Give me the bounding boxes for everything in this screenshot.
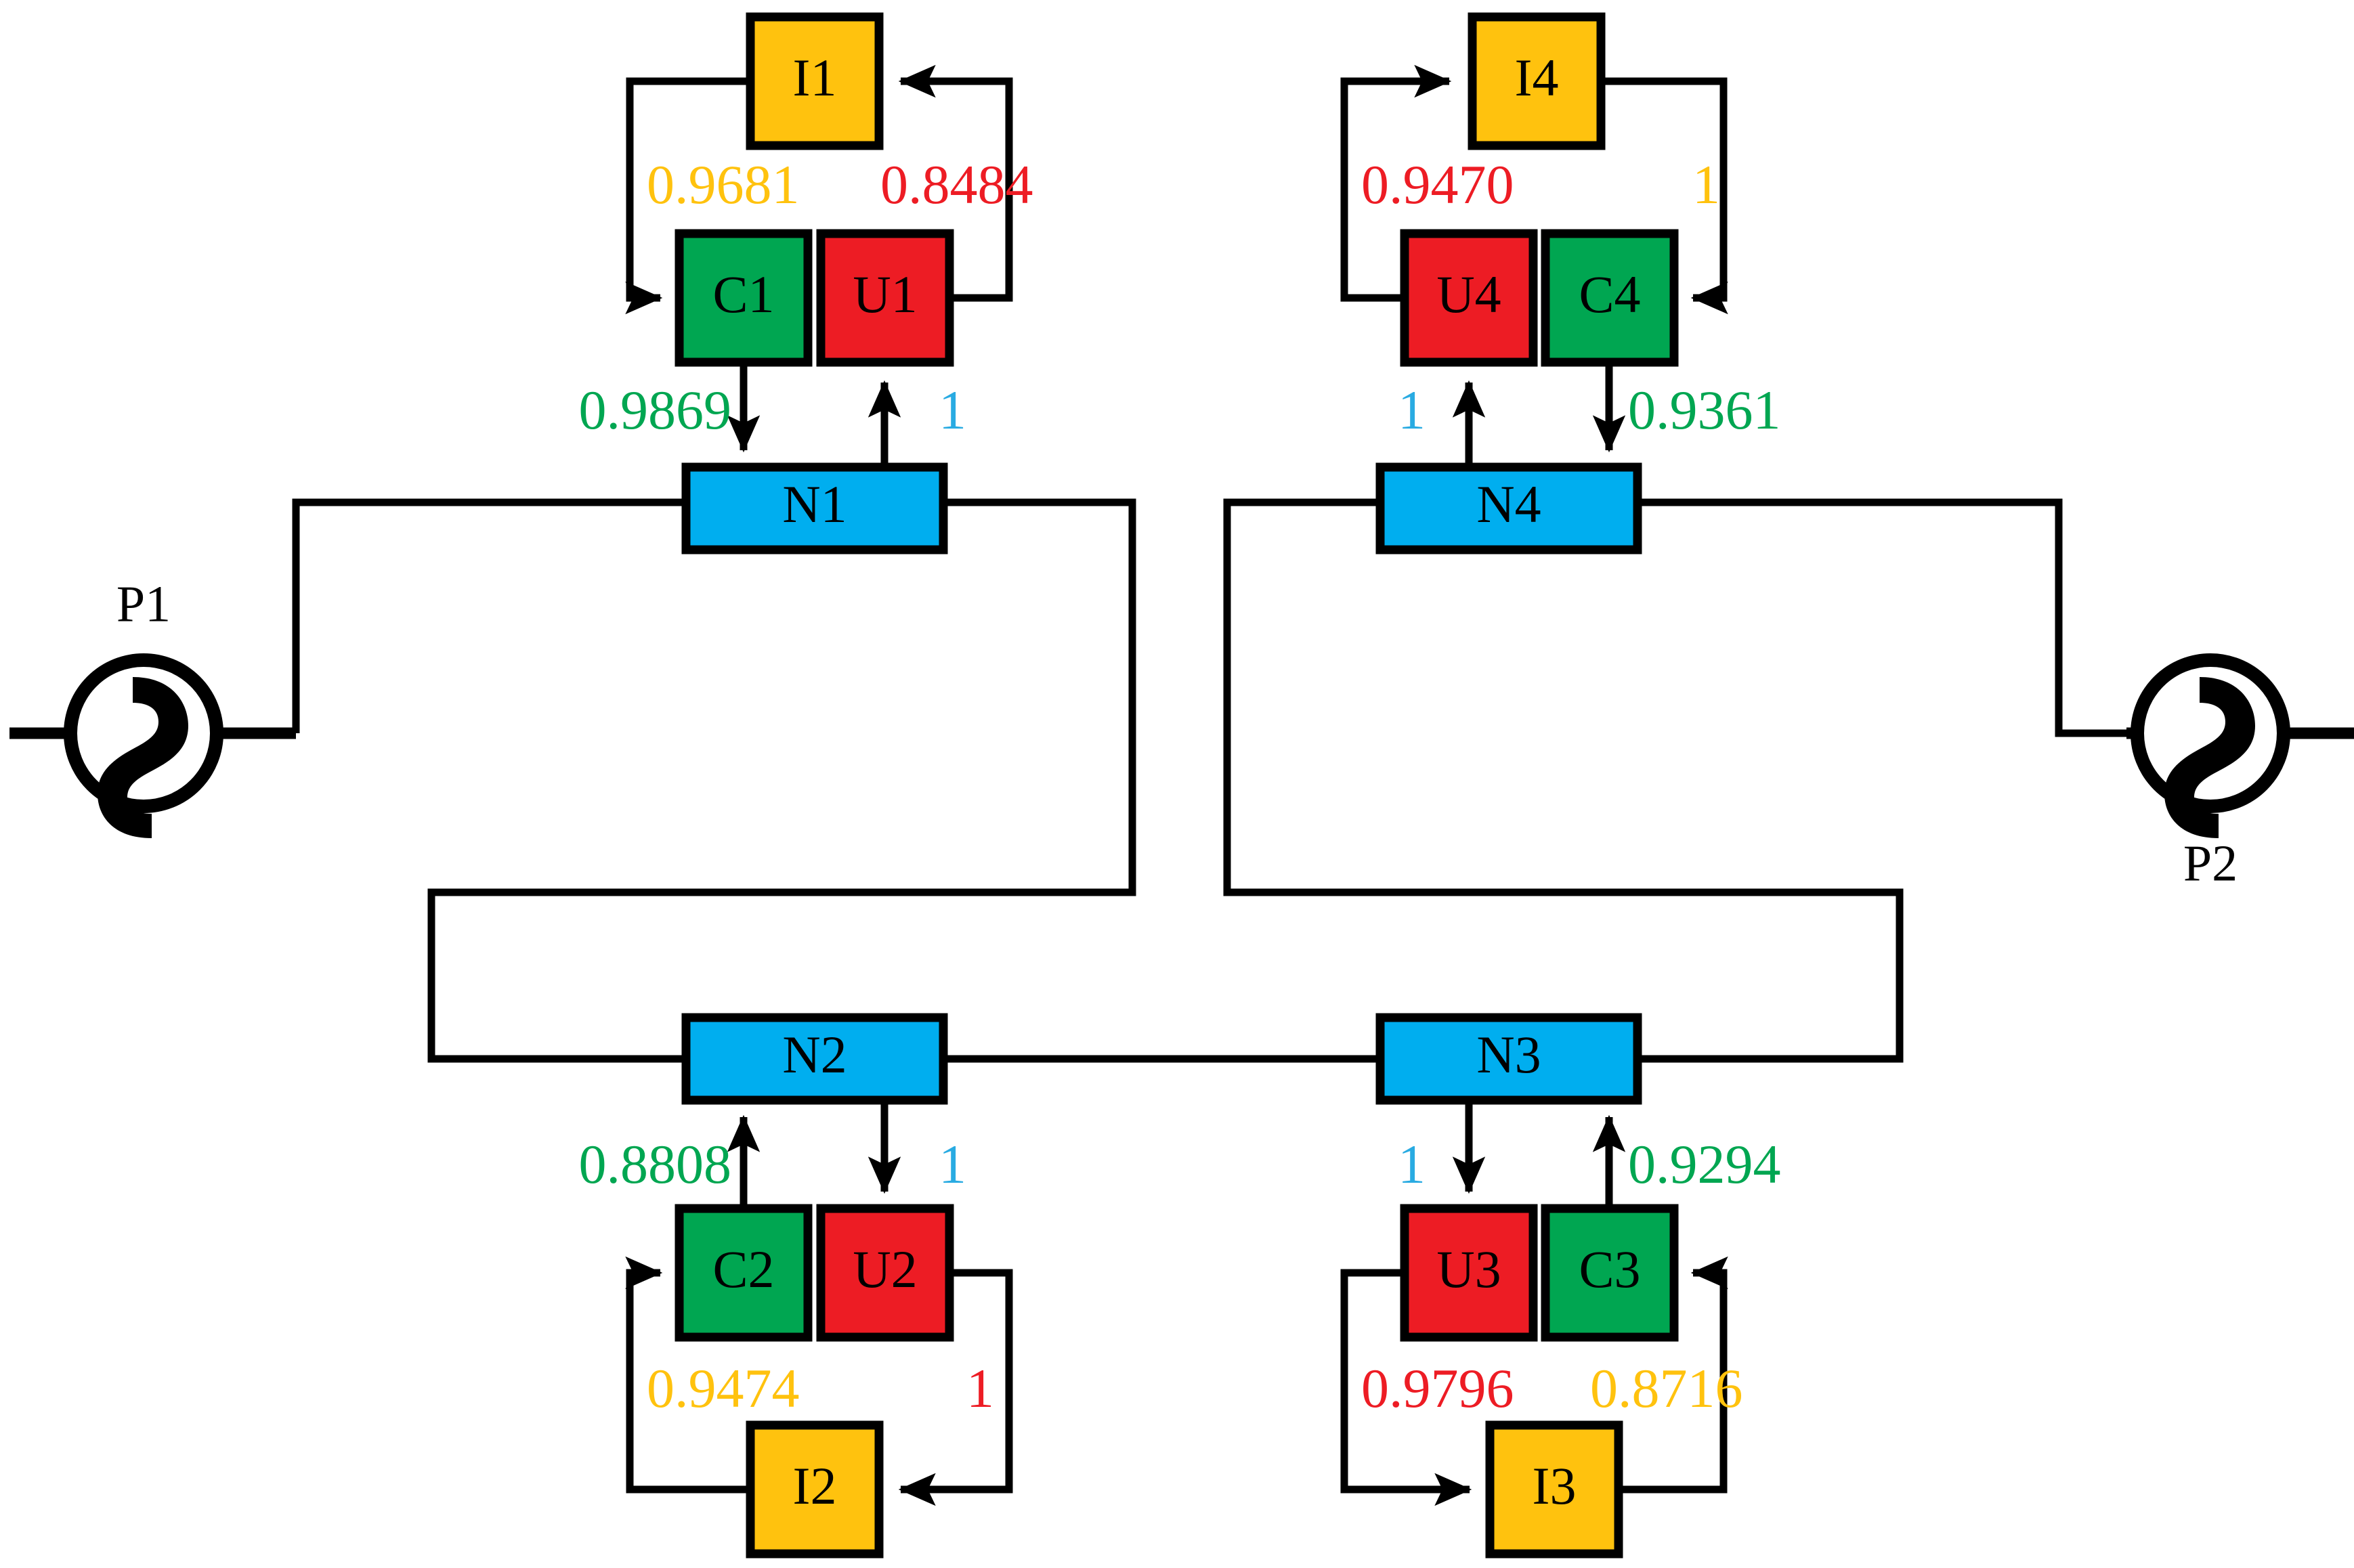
bus-n4-to-p2 [1638,498,2126,737]
p1-label: P1 [116,575,171,632]
block-c1[interactable] [675,229,813,367]
weight-c1-to-n1: 0.9869 [579,379,732,441]
weight-c3-to-n3: 0.9294 [1628,1133,1781,1195]
block-i3[interactable] [1485,1420,1623,1559]
wire-i2-to-c2 [625,1256,750,1494]
node-n2-label: N2 [782,1025,847,1084]
block-i1-label: I1 [793,48,837,107]
block-u3[interactable] [1400,1204,1538,1342]
source-p1[interactable] [9,653,296,838]
source-p2[interactable] [2126,653,2354,838]
node-n4[interactable] [1375,462,1642,554]
weight-u4-to-i4: 0.9470 [1361,154,1514,215]
node-n3-label: N3 [1476,1025,1541,1084]
block-u1[interactable] [816,229,954,367]
block-u4[interactable] [1400,229,1538,367]
weight-i2-to-c2: 0.9474 [647,1357,800,1419]
wire-u4-to-i4 [1340,64,1452,302]
p2-label: P2 [2183,835,2238,892]
weight-c2-to-n2: 0.8808 [579,1133,732,1195]
weight-n1-to-u1: 1 [939,379,966,441]
weight-u2-to-i2: 1 [966,1357,994,1419]
weight-c4-to-n4: 0.9361 [1628,379,1781,441]
block-c1-label: C1 [712,265,774,324]
node-n4-label: N4 [1476,475,1541,533]
block-u4-label: U4 [1436,265,1501,324]
node-n1[interactable] [681,462,948,554]
block-c2-label: C2 [712,1240,774,1299]
weight-i3-to-c3: 0.8716 [1590,1357,1743,1419]
block-c3[interactable] [1541,1204,1679,1342]
node-n1-label: N1 [782,475,847,533]
wire-u2-to-i2 [898,1269,1013,1506]
weight-i4-to-c4: 1 [1692,154,1720,215]
block-i4[interactable] [1468,12,1606,150]
bus-n4-to-n3 [1223,498,1904,1063]
block-i1[interactable] [746,12,884,150]
weight-u3-to-i3: 0.9796 [1361,1357,1514,1419]
wire-u3-to-i3 [1340,1269,1472,1506]
p1-generator-glyph [98,677,188,838]
node-n2[interactable] [681,1013,948,1105]
block-c3-label: C3 [1579,1240,1640,1299]
block-u2[interactable] [816,1204,954,1342]
block-u1-label: U1 [853,265,917,324]
bus-n1-to-n2 [427,498,1136,1063]
bus-p1-to-n1 [292,498,686,733]
p2-generator-glyph [2164,677,2255,838]
wire-i1-to-c1 [625,77,750,315]
block-u2-label: U2 [853,1240,917,1299]
block-i4-label: I4 [1515,48,1559,107]
block-c4[interactable] [1541,229,1679,367]
weight-n4-to-u4: 1 [1398,379,1426,441]
weight-u1-to-i1: 0.8484 [880,154,1033,215]
block-i2-label: I2 [793,1456,837,1515]
block-i2[interactable] [746,1420,884,1559]
weight-n3-to-u3: 1 [1398,1133,1426,1195]
wire-i3-to-c3 [1620,1256,1728,1494]
wire-u1-to-i1 [898,64,1013,302]
weight-i1-to-c1: 0.9681 [647,154,800,215]
weight-n2-to-u2: 1 [939,1133,966,1195]
block-c2[interactable] [675,1204,813,1342]
block-c4-label: C4 [1579,265,1640,324]
wire-i4-to-c4 [1601,77,1728,315]
block-u3-label: U3 [1436,1240,1501,1299]
block-i3-label: I3 [1533,1456,1577,1515]
